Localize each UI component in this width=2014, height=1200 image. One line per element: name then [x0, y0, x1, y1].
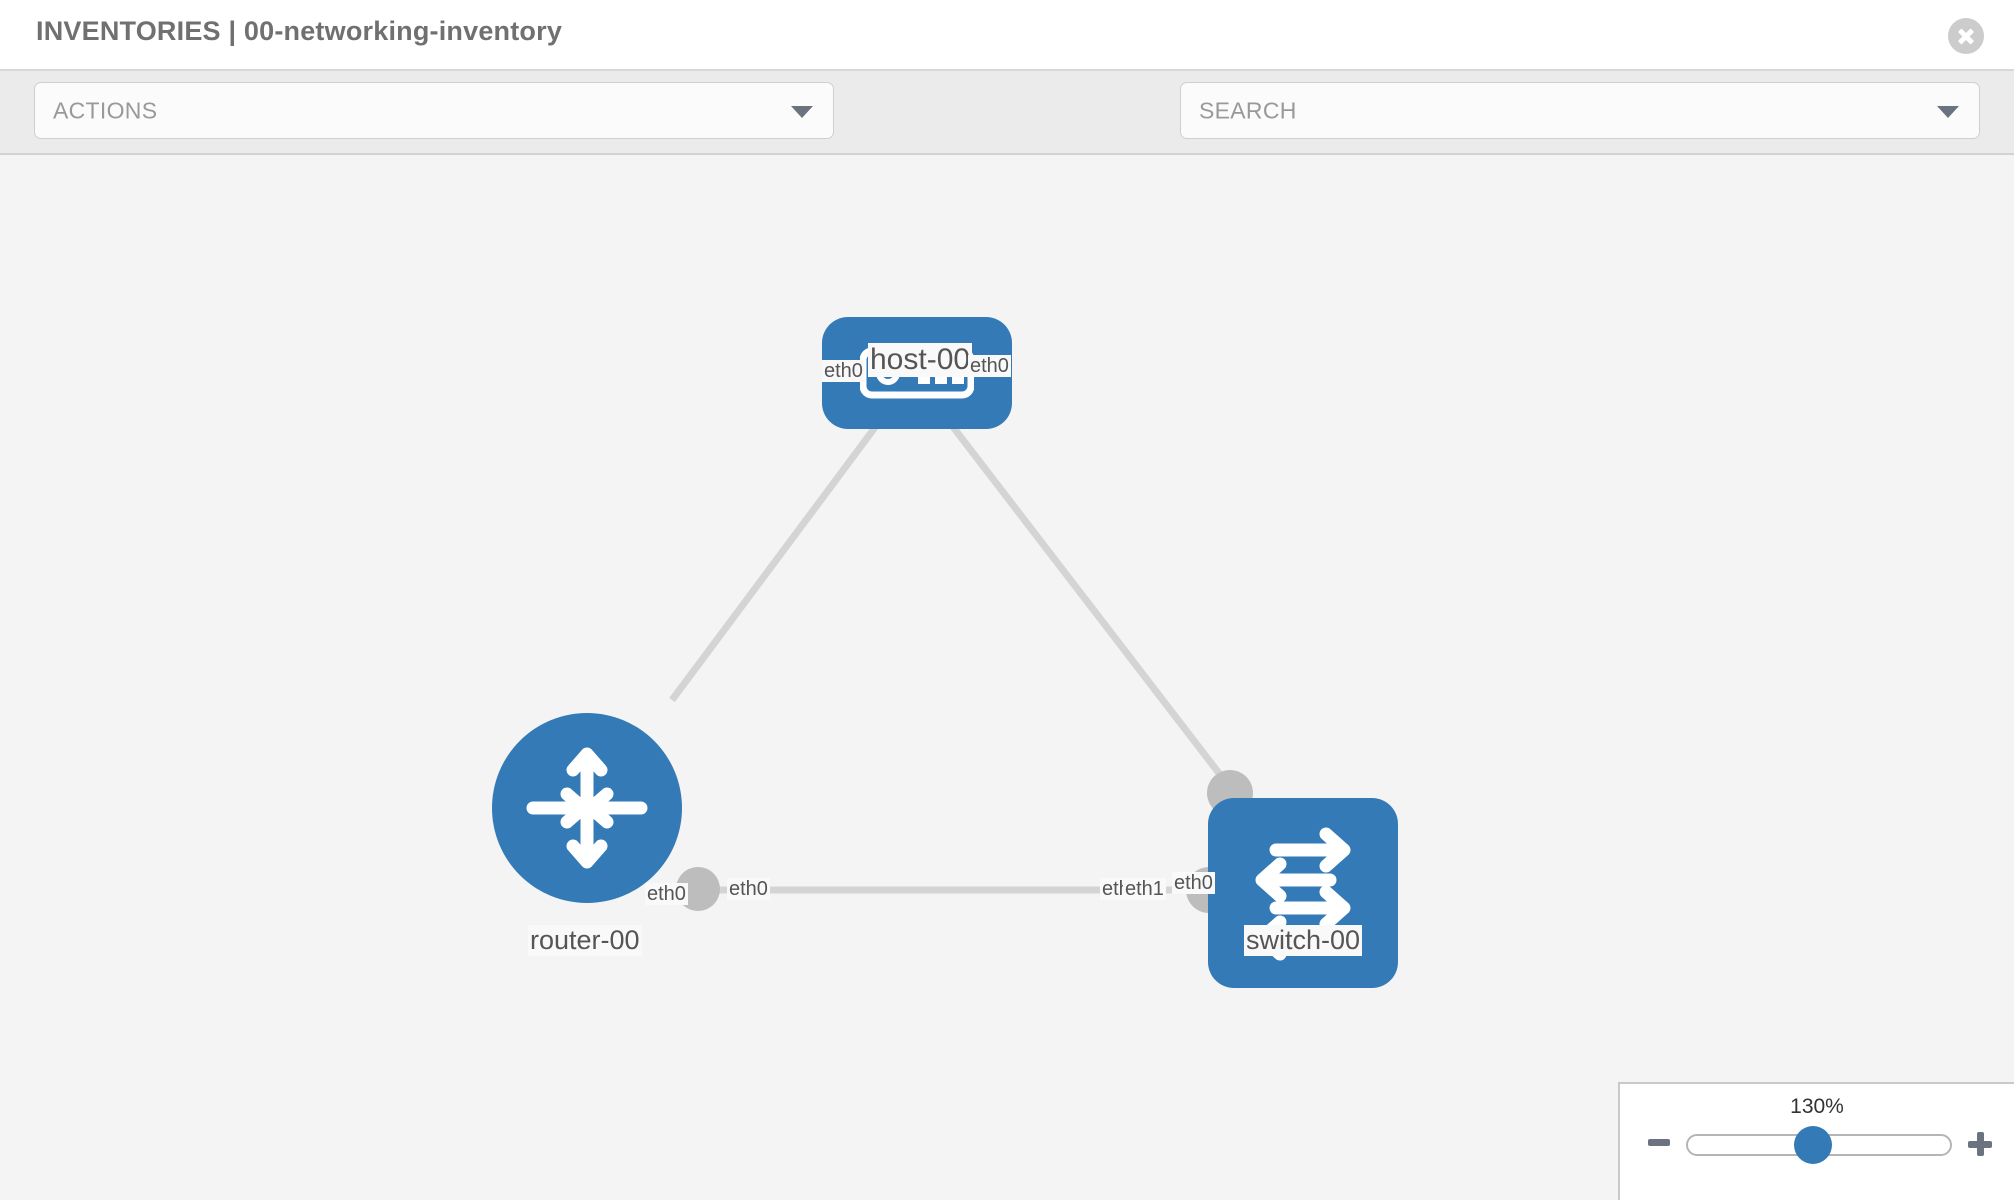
edge-label-switch-upper: eth0 — [1172, 872, 1215, 894]
node-switch-00[interactable] — [1208, 798, 1398, 988]
search-input[interactable]: SEARCH — [1180, 82, 1980, 139]
zoom-in-button[interactable] — [1968, 1132, 1992, 1156]
edge-label-host-left: eth0 — [822, 360, 865, 382]
topology-links — [669, 407, 1231, 894]
page-title: INVENTORIES | 00-networking-inventory — [36, 16, 563, 46]
actions-dropdown[interactable]: ACTIONS — [34, 82, 834, 139]
toolbar: ACTIONS SEARCH — [0, 71, 2014, 204]
link-host-switch[interactable] — [937, 407, 1231, 788]
node-router-00-label: router-00 — [528, 925, 642, 956]
actions-dropdown-label: ACTIONS — [53, 97, 158, 123]
link-host-router[interactable] — [669, 407, 891, 703]
edge-label-host-right: eth0 — [968, 355, 1011, 377]
node-host-00-label: host-00 — [868, 343, 973, 377]
page-header: INVENTORIES | 00-networking-inventory — [0, 0, 2014, 71]
edge-label-router-upper: eth0 — [645, 883, 688, 905]
zoom-out-button[interactable] — [1648, 1139, 1670, 1146]
edge-label-router-right: eth0 — [727, 878, 770, 900]
zoom-control-panel: 130% — [1618, 1082, 2014, 1200]
search-placeholder: SEARCH — [1199, 97, 1297, 123]
zoom-slider-thumb[interactable] — [1794, 1126, 1832, 1164]
edge-label-switch-left-b: eth1 — [1123, 878, 1166, 900]
close-icon[interactable] — [1948, 18, 1984, 54]
chevron-down-icon — [791, 105, 813, 118]
zoom-level-value: 130% — [1790, 1095, 1844, 1118]
chevron-down-icon — [1937, 105, 1959, 118]
node-router-00[interactable] — [492, 713, 682, 903]
node-switch-00-label: switch-00 — [1244, 925, 1363, 956]
node-host-00[interactable] — [822, 317, 1012, 447]
topology-canvas[interactable]: host-00 router-00 — [0, 155, 2014, 1200]
node-switch-00-shape — [1208, 798, 1398, 988]
router-arrows-icon — [526, 747, 648, 869]
